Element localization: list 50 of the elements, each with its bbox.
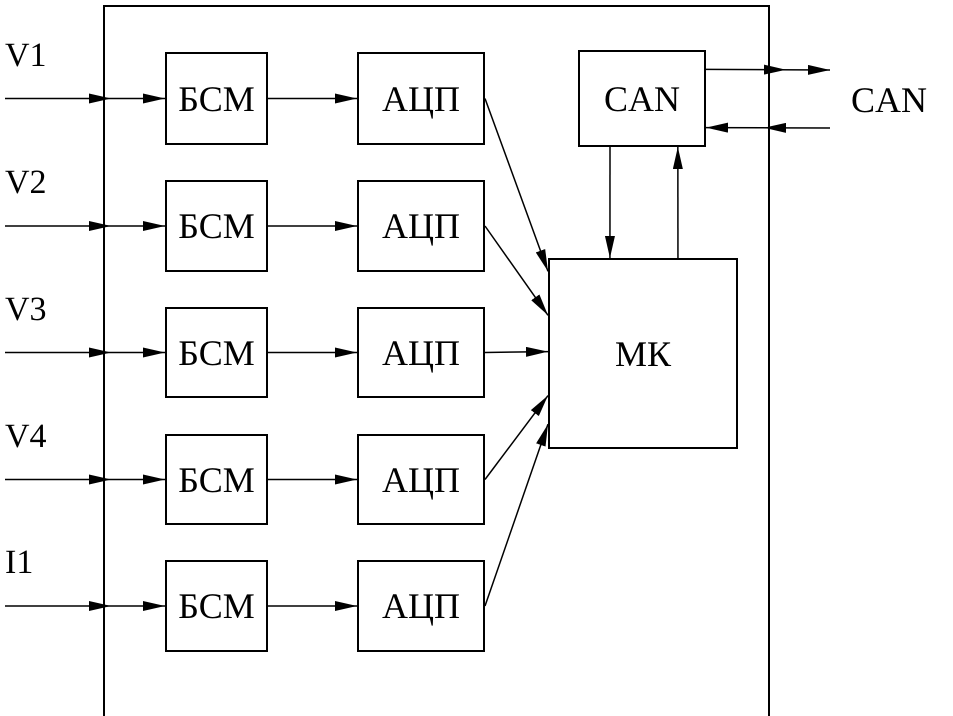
signal-label: V4	[5, 420, 47, 454]
block-box	[165, 307, 268, 398]
enclosure-box	[103, 5, 770, 716]
block-label: CAN	[604, 80, 680, 116]
block-label: БСМ	[178, 208, 255, 244]
block-label: АЦП	[382, 208, 460, 244]
block-label: CAN	[850, 82, 927, 118]
block-label: БСМ	[178, 334, 255, 370]
arrow	[5, 474, 165, 484]
arrow	[706, 64, 830, 75]
block-label: АЦП	[382, 588, 460, 624]
signal-label: V1	[5, 38, 47, 72]
arrow	[604, 147, 615, 258]
arrow	[484, 346, 548, 357]
block-box	[165, 52, 268, 145]
signal-label: V3	[5, 292, 47, 326]
block-box	[357, 560, 485, 652]
block-box	[357, 52, 485, 145]
arrow	[706, 122, 830, 133]
arrow	[5, 94, 165, 104]
block-box	[165, 180, 268, 272]
signal-label: I1	[5, 546, 34, 580]
block-label: АЦП	[382, 334, 460, 370]
arrow	[268, 348, 357, 358]
block-box	[165, 560, 268, 652]
block-box	[357, 180, 485, 272]
block-label: АЦП	[382, 462, 460, 498]
arrow	[5, 348, 165, 358]
arrow	[5, 601, 165, 611]
arrow	[484, 98, 549, 272]
arrow	[268, 221, 357, 231]
arrow	[484, 395, 549, 480]
block-box	[357, 307, 485, 398]
block-box	[548, 258, 738, 449]
arrow	[268, 474, 357, 484]
block-label: БСМ	[178, 462, 255, 498]
block-label: МК	[614, 336, 672, 372]
arrow	[5, 221, 165, 231]
block-box	[578, 50, 706, 147]
arrow	[268, 601, 357, 611]
block-label: БСМ	[178, 588, 255, 624]
arrow	[484, 424, 549, 606]
arrow	[672, 147, 683, 258]
arrow	[484, 226, 549, 316]
block-box	[165, 434, 268, 525]
block-label: БСМ	[178, 80, 255, 116]
arrow	[268, 94, 357, 104]
signal-label: V2	[5, 166, 47, 200]
block-box	[357, 434, 485, 525]
block-label: АЦП	[382, 80, 460, 116]
